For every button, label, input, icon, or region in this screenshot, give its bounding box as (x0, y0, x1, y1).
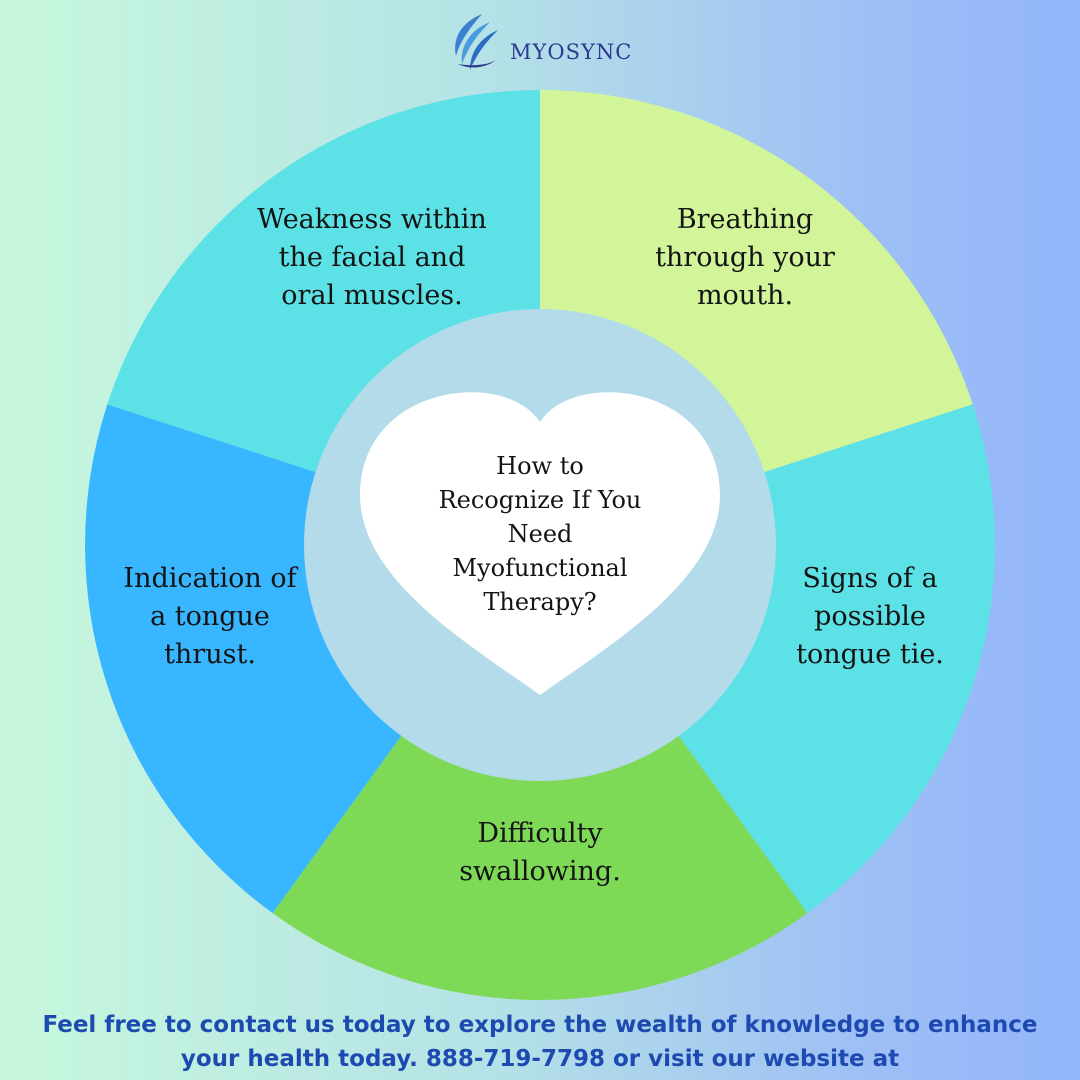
segment-label-weakness: Weakness within the facial and oral musc… (257, 204, 487, 311)
wave-logo-icon (455, 14, 498, 70)
segment-swallowing (272, 722, 808, 1000)
segment-tongue-tie (668, 404, 995, 914)
segment-label-swallowing: Difficulty swallowing. (459, 818, 621, 887)
brand-name: MYOSYNC (510, 40, 633, 64)
center-title: How to Recognize If You Need Myofunction… (438, 452, 642, 616)
segment-weakness (107, 90, 541, 478)
segment-breathing (540, 90, 973, 478)
footer-line-2: your health today. 888-719-7798 or visit… (180, 1046, 900, 1072)
brand-logo: MYOSYNC (440, 8, 650, 78)
footer-line-1: Feel free to contact us today to explore… (42, 1012, 1038, 1038)
segment-label-tongue-thrust: Indication of a tongue thrust. (123, 563, 297, 670)
segment-tongue-thrust (85, 404, 412, 914)
heart-icon (360, 392, 720, 695)
segment-label-tongue-tie: Signs of a possible tongue tie. (796, 563, 944, 670)
segment-label-breathing: Breathing through your mouth. (655, 204, 835, 311)
contact-footer: Feel free to contact us today to explore… (0, 1008, 1080, 1076)
symptom-wheel (85, 90, 995, 1000)
